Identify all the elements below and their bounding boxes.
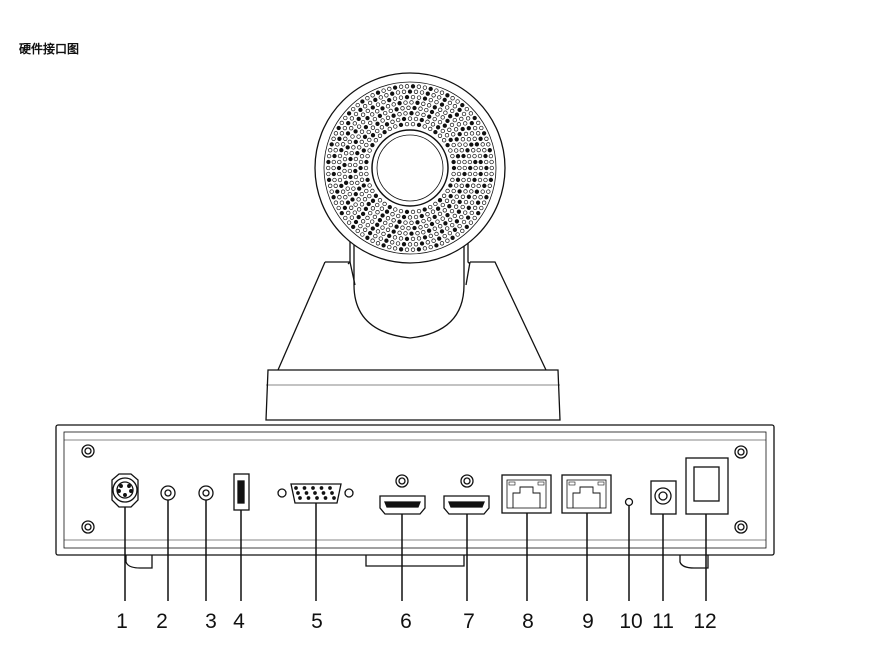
port-label-3: 3 — [205, 610, 217, 633]
camera-stand — [265, 261, 561, 421]
hdmi-port-icon — [379, 474, 426, 515]
port-label-9: 9 — [582, 610, 594, 633]
port-label-4: 4 — [233, 610, 245, 633]
power-switch-icon — [685, 457, 729, 515]
led-indicator-icon — [624, 497, 634, 507]
screw-icon — [734, 520, 748, 534]
screw-icon — [81, 520, 95, 534]
hdmi-port-icon — [443, 474, 490, 515]
screw-icon — [81, 444, 95, 458]
camera-head — [314, 72, 506, 339]
rs232-connector-icon — [111, 473, 139, 508]
port-label-7: 7 — [463, 610, 475, 633]
diagram-title: 硬件接口图 — [19, 42, 80, 56]
camera-neck — [353, 240, 465, 339]
camera-lens — [371, 129, 449, 207]
port-label-2: 2 — [156, 610, 168, 633]
port-label-11: 11 — [652, 610, 674, 633]
vga-port-icon — [277, 483, 354, 504]
port-label-12: 12 — [693, 610, 716, 633]
port-label-10: 10 — [619, 610, 642, 633]
rear-panel — [55, 424, 775, 569]
speaker-grille — [326, 84, 494, 252]
port-label-6: 6 — [400, 610, 412, 633]
leader-lines — [124, 500, 707, 601]
port-label-5: 5 — [311, 610, 323, 633]
screw-icon — [734, 445, 748, 459]
port-label-1: 1 — [116, 610, 128, 633]
port-label-8: 8 — [522, 610, 534, 633]
